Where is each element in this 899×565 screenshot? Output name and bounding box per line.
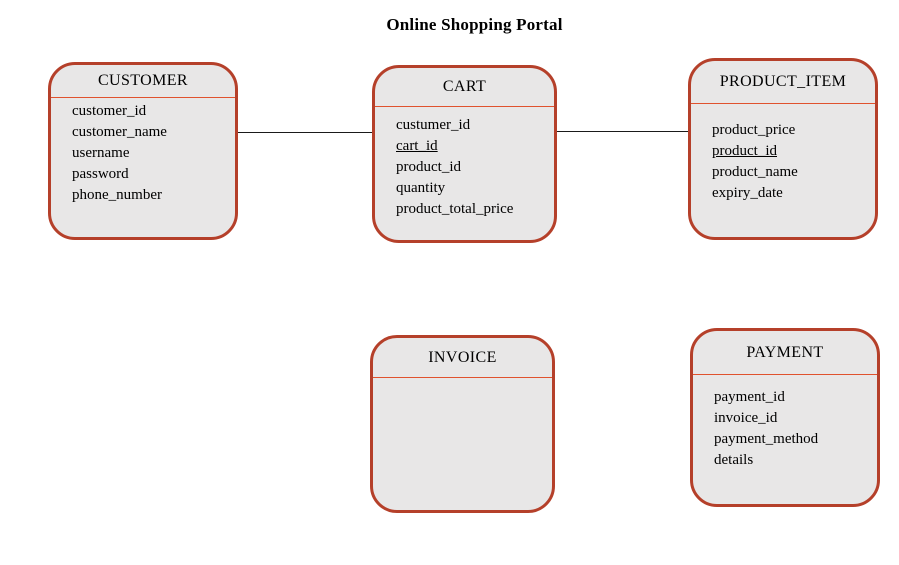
field-invoice-id: invoice_id	[714, 410, 778, 426]
entity-customer-fields: customer_id customer_name username passw…	[51, 98, 235, 206]
entity-cart: CART custumer_id cart_id product_id quan…	[372, 65, 557, 243]
field-phone-number: phone_number	[72, 187, 162, 203]
field-quantity: quantity	[396, 180, 446, 196]
field-payment-method: payment_method	[714, 431, 819, 447]
entity-payment-title: PAYMENT	[746, 343, 824, 361]
field-custumer-id: custumer_id	[396, 117, 471, 133]
field-customer-name: customer_name	[72, 124, 167, 140]
field-product-name: product_name	[712, 164, 798, 180]
field-password: password	[72, 166, 129, 182]
field-username: username	[72, 145, 130, 161]
field-product-id: product_id	[712, 143, 777, 159]
entity-invoice: INVOICE	[370, 335, 555, 513]
field-expiry-date: expiry_date	[712, 185, 783, 201]
field-cart-id: cart_id	[396, 138, 438, 154]
entity-product-item-header: PRODUCT_ITEM	[691, 61, 875, 104]
entity-customer-title: CUSTOMER	[97, 72, 189, 89]
field-product-total-price: product_total_price	[396, 201, 514, 217]
field-customer-id: customer_id	[72, 103, 147, 119]
diagram-title: Online Shopping Portal	[386, 15, 563, 34]
entity-cart-title: CART	[442, 78, 487, 95]
entity-payment-header: PAYMENT	[693, 331, 877, 375]
field-product-price: product_price	[712, 122, 796, 138]
entity-customer-header: CUSTOMER	[51, 65, 235, 98]
connector-customer-cart	[237, 132, 372, 133]
entity-payment: PAYMENT payment_id invoice_id payment_me…	[690, 328, 880, 507]
entity-product-item-title: PRODUCT_ITEM	[719, 73, 847, 90]
entity-product-item-fields: product_price product_id product_name ex…	[691, 104, 875, 204]
entity-cart-fields: custumer_id cart_id product_id quantity …	[375, 107, 554, 220]
entity-invoice-header: INVOICE	[373, 338, 552, 378]
entity-product-item: PRODUCT_ITEM product_price product_id pr…	[688, 58, 878, 240]
field-details: details	[714, 452, 754, 468]
field-product-id: product_id	[396, 159, 461, 175]
entity-cart-header: CART	[375, 68, 554, 107]
connector-cart-product-item	[557, 131, 688, 132]
entity-invoice-title: INVOICE	[428, 348, 497, 366]
entity-payment-fields: payment_id invoice_id payment_method det…	[693, 375, 877, 471]
entity-customer: CUSTOMER customer_id customer_name usern…	[48, 62, 238, 240]
field-payment-id: payment_id	[714, 389, 785, 405]
